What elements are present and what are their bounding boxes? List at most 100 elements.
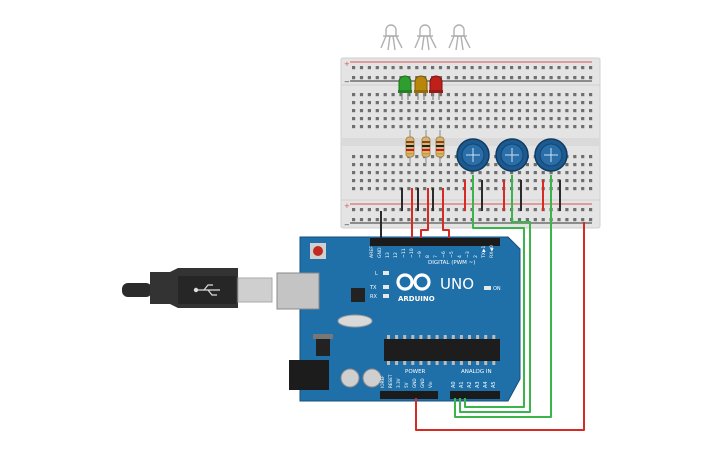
breadboard-hole[interactable] (446, 163, 450, 167)
breadboard-hole[interactable] (565, 218, 569, 222)
breadboard-hole[interactable] (549, 117, 553, 121)
breadboard-hole[interactable] (517, 109, 522, 113)
breadboard-hole[interactable] (352, 76, 356, 80)
breadboard-hole[interactable] (383, 76, 387, 80)
breadboard-hole[interactable] (391, 76, 395, 80)
breadboard-hole[interactable] (581, 125, 585, 129)
breadboard-hole[interactable] (478, 93, 482, 97)
breadboard-hole[interactable] (486, 109, 490, 113)
breadboard-hole[interactable] (375, 218, 379, 222)
breadboard-hole[interactable] (565, 93, 569, 97)
breadboard-hole[interactable] (573, 93, 577, 97)
breadboard-hole[interactable] (407, 171, 411, 175)
breadboard-hole[interactable] (533, 93, 537, 97)
breadboard-hole[interactable] (525, 76, 529, 80)
breadboard-hole[interactable] (375, 101, 379, 105)
breadboard-hole[interactable] (565, 117, 569, 121)
breadboard-hole[interactable] (415, 218, 419, 222)
breadboard-hole[interactable] (510, 125, 514, 129)
breadboard-hole[interactable] (462, 117, 466, 121)
leds[interactable] (398, 75, 443, 100)
breadboard-hole[interactable] (438, 101, 443, 105)
breadboard-hole[interactable] (581, 155, 585, 159)
breadboard-hole[interactable] (502, 76, 506, 80)
breadboard-hole[interactable] (352, 125, 356, 129)
breadboard-hole[interactable] (391, 66, 395, 70)
breadboard-hole[interactable] (415, 155, 419, 159)
wire-pot-1-green[interactable] (464, 175, 525, 408)
breadboard-hole[interactable] (375, 171, 379, 175)
wire-pot-3-green[interactable] (454, 175, 552, 418)
breadboard-hole[interactable] (470, 76, 474, 80)
breadboard-hole[interactable] (502, 117, 506, 121)
breadboard-hole[interactable] (525, 117, 529, 121)
breadboard-hole[interactable] (494, 125, 498, 129)
breadboard-hole[interactable] (431, 179, 435, 183)
breadboard-hole[interactable] (581, 93, 585, 97)
breadboard-hole[interactable] (415, 66, 419, 70)
rgb-led-ghost-icon-3[interactable] (448, 24, 471, 51)
breadboard-hole[interactable] (383, 117, 387, 121)
breadboard-hole[interactable] (352, 187, 356, 191)
breadboard-hole[interactable] (367, 163, 371, 167)
breadboard-hole[interactable] (407, 179, 411, 183)
breadboard-hole[interactable] (494, 76, 498, 80)
breadboard-hole[interactable] (367, 76, 371, 80)
breadboard-hole[interactable] (423, 208, 427, 212)
breadboard-hole[interactable] (359, 155, 364, 159)
breadboard-hole[interactable] (533, 179, 537, 183)
breadboard-hole[interactable] (359, 179, 364, 183)
breadboard-hole[interactable] (407, 109, 411, 113)
breadboard-hole[interactable] (367, 171, 371, 175)
breadboard-hole[interactable] (517, 101, 522, 105)
breadboard-hole[interactable] (454, 93, 458, 97)
breadboard-hole[interactable] (462, 101, 466, 105)
wire-5v-red[interactable] (415, 222, 585, 431)
breadboard-hole[interactable] (446, 155, 450, 159)
breadboard-hole[interactable] (454, 187, 458, 191)
breadboard-hole[interactable] (454, 218, 458, 222)
breadboard-hole[interactable] (375, 163, 379, 167)
breadboard-hole[interactable] (557, 76, 561, 80)
breadboard-hole[interactable] (383, 163, 387, 167)
breadboard-hole[interactable] (565, 208, 569, 212)
breadboard-hole[interactable] (367, 218, 371, 222)
breadboard-hole[interactable] (359, 66, 364, 70)
breadboard-hole[interactable] (367, 187, 371, 191)
breadboard-hole[interactable] (352, 66, 356, 70)
breadboard-hole[interactable] (352, 155, 356, 159)
breadboard-hole[interactable] (375, 179, 379, 183)
breadboard-hole[interactable] (494, 109, 498, 113)
breadboard-hole[interactable] (399, 93, 403, 97)
breadboard-hole[interactable] (510, 93, 514, 97)
breadboard-hole[interactable] (407, 93, 411, 97)
breadboard-hole[interactable] (423, 187, 427, 191)
breadboard-hole[interactable] (391, 125, 395, 129)
breadboard-hole[interactable] (549, 125, 553, 129)
breadboard-hole[interactable] (438, 117, 443, 121)
breadboard-hole[interactable] (486, 76, 490, 80)
breadboard-hole[interactable] (525, 101, 529, 105)
breadboard-hole[interactable] (431, 171, 435, 175)
breadboard-hole[interactable] (375, 76, 379, 80)
breadboard-hole[interactable] (383, 155, 387, 159)
power-header[interactable] (380, 391, 438, 399)
breadboard-hole[interactable] (454, 125, 458, 129)
breadboard-hole[interactable] (525, 66, 529, 70)
breadboard-hole[interactable] (541, 125, 545, 129)
breadboard-hole[interactable] (462, 66, 466, 70)
breadboard-hole[interactable] (573, 179, 577, 183)
breadboard-hole[interactable] (359, 163, 364, 167)
breadboard-hole[interactable] (565, 101, 569, 105)
resistors[interactable] (405, 130, 445, 165)
breadboard-hole[interactable] (525, 93, 529, 97)
breadboard-hole[interactable] (589, 187, 593, 191)
breadboard-hole[interactable] (375, 109, 379, 113)
breadboard-hole[interactable] (407, 101, 411, 105)
breadboard-hole[interactable] (446, 117, 450, 121)
breadboard-hole[interactable] (446, 187, 450, 191)
breadboard-hole[interactable] (494, 66, 498, 70)
breadboard-hole[interactable] (367, 101, 371, 105)
pot-3[interactable] (534, 138, 568, 172)
